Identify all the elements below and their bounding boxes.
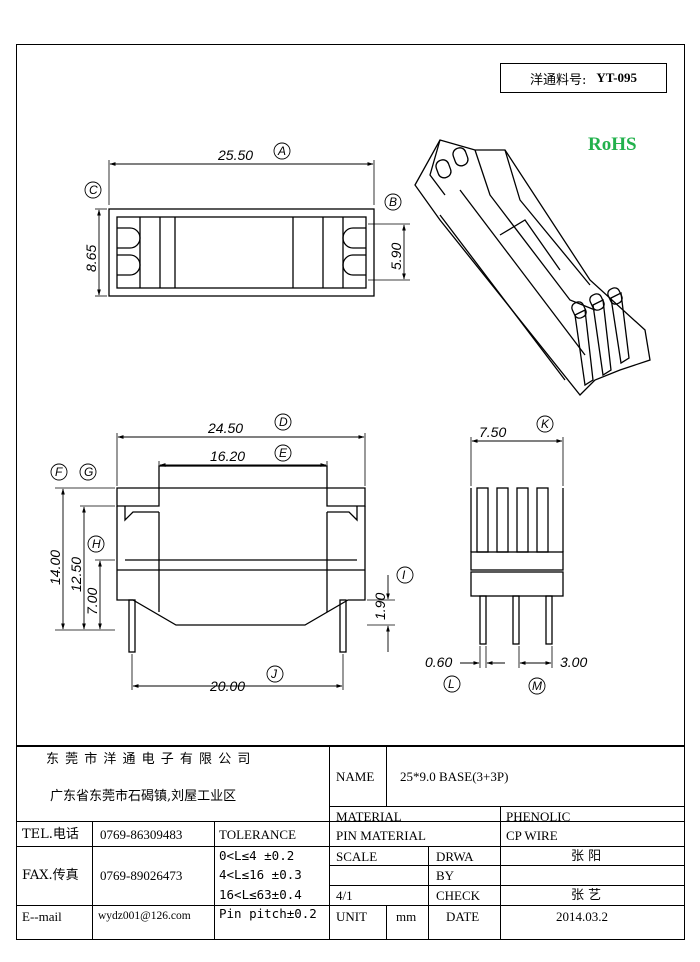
dim-C-value: 8.65 <box>83 245 99 272</box>
drawn-by-value: 张 阳 <box>571 849 602 864</box>
scale-value: 4/1 <box>336 888 353 903</box>
dim-A-value: 25.50 <box>217 147 253 163</box>
pin-material-value: CP WIRE <box>506 828 558 843</box>
dim-J-value: 20.00 <box>209 678 245 694</box>
drawing-sheet-border <box>16 44 685 940</box>
scale-label: SCALE <box>336 849 378 864</box>
dim-G-value: 12.50 <box>68 557 84 592</box>
technical-drawing: 25.50 A C B 8.65 5.90 24.50 D 16.20 E F … <box>47 139 651 695</box>
date-value: 2014.03.2 <box>556 909 608 924</box>
part-number-box: 洋通料号: YT-095 <box>500 63 667 93</box>
label-M: M <box>532 679 542 693</box>
dim-M-value: 3.00 <box>560 654 587 670</box>
top-view <box>95 160 410 297</box>
dim-H-value: 7.00 <box>84 588 100 615</box>
label-A: A <box>277 144 286 158</box>
fax-value: 0769-89026473 <box>100 868 183 883</box>
isometric-view <box>414 139 651 396</box>
label-C: C <box>89 183 98 197</box>
part-number-value: YT-095 <box>596 70 638 85</box>
label-I: I <box>402 568 406 582</box>
drawn-by-label-1: DRWA <box>436 849 474 864</box>
name-label: NAME <box>336 769 375 784</box>
side-view <box>460 437 564 668</box>
label-J: J <box>270 667 278 681</box>
tolerance-row-4: Pin pitch±0.2 <box>219 906 317 921</box>
dim-B-value: 5.90 <box>388 243 404 270</box>
dim-D-value: 24.50 <box>207 420 243 436</box>
pin-material-label: PIN MATERIAL <box>336 828 426 843</box>
check-label: CHECK <box>436 888 481 903</box>
title-block: 东 莞 市 洋 通 电 子 有 限 公 司 广东省东莞市石碣镇,刘屋工业区 NA… <box>16 745 685 940</box>
front-view <box>55 433 395 690</box>
label-F: F <box>55 465 63 479</box>
check-value: 张 艺 <box>571 888 602 903</box>
material-label: MATERIAL <box>336 809 402 824</box>
material-value: PHENOLIC <box>506 809 571 824</box>
date-label: DATE <box>446 909 480 924</box>
fax-label: FAX.传真 <box>22 868 79 883</box>
dim-K-value: 7.50 <box>479 424 506 440</box>
unit-value: mm <box>396 909 417 924</box>
company-address: 广东省东莞市石碣镇,刘屋工业区 <box>50 789 237 804</box>
dim-L-value: 0.60 <box>425 654 452 670</box>
tolerance-row-3: 16<L≤63±0.4 <box>219 887 302 902</box>
unit-label: UNIT <box>336 909 368 924</box>
tolerance-row-1: 0<L≤4 ±0.2 <box>219 848 295 863</box>
dim-E-value: 16.20 <box>210 448 245 464</box>
dim-I-value: 1.90 <box>372 593 388 620</box>
drawn-by-label-2: BY <box>436 868 455 883</box>
label-G: G <box>84 465 93 479</box>
rohs-mark: RoHS <box>588 134 637 155</box>
label-E: E <box>279 446 288 460</box>
dim-F-value: 14.00 <box>47 550 63 585</box>
label-D: D <box>279 415 288 429</box>
company-name: 东 莞 市 洋 通 电 子 有 限 公 司 <box>46 752 252 767</box>
email-label: E--mail <box>22 909 62 924</box>
label-K: K <box>541 417 550 431</box>
tel-value: 0769-86309483 <box>100 827 183 842</box>
label-B: B <box>389 195 397 209</box>
label-H: H <box>92 537 101 551</box>
name-value: 25*9.0 BASE(3+3P) <box>400 769 509 784</box>
tel-label: TEL.电话 <box>22 827 79 842</box>
tolerance-label: TOLERANCE <box>219 827 297 842</box>
email-value: wydz001@126.com <box>98 910 191 922</box>
tolerance-row-2: 4<L≤16 ±0.3 <box>219 867 302 882</box>
label-L: L <box>448 677 455 691</box>
part-number-label: 洋通料号: <box>529 72 587 88</box>
